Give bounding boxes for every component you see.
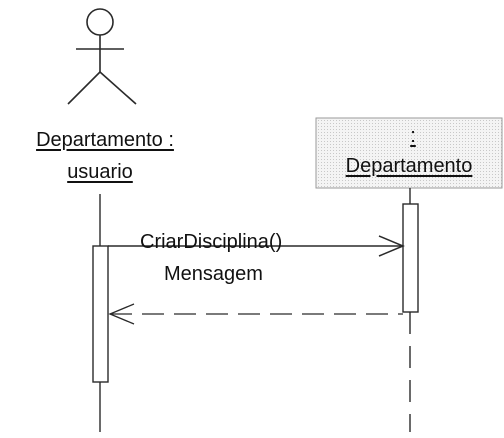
object-box — [315, 117, 503, 189]
actor-activation-bar — [92, 245, 109, 383]
actor-stick-figure-icon — [67, 8, 137, 105]
object-label-colon: : — [410, 125, 416, 147]
object-activation-bar — [402, 203, 419, 313]
actor-label-line2: usuario — [67, 161, 133, 183]
actor-head — [86, 8, 114, 36]
actor-label-line1: Departamento : — [36, 129, 174, 151]
call-message-label: CriarDisciplina() — [140, 231, 283, 253]
call-message-arrow — [108, 235, 405, 257]
object-label-name: Departamento — [345, 155, 473, 177]
actor-right-leg — [99, 71, 137, 105]
return-message-arrow — [108, 303, 403, 325]
actor-left-leg — [67, 71, 101, 105]
return-message-label: Mensagem — [164, 263, 263, 285]
